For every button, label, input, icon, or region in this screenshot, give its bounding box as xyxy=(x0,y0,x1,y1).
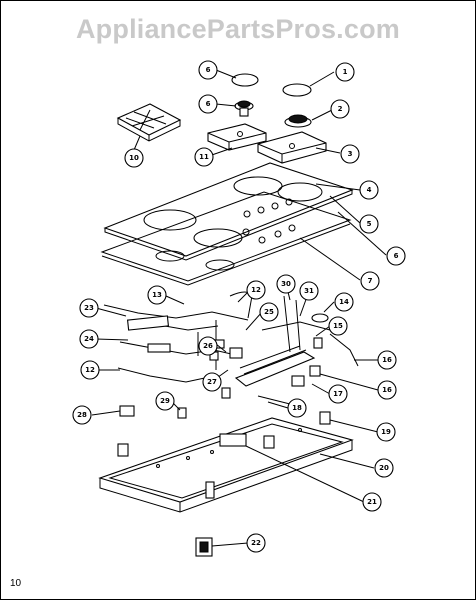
svg-text:27: 27 xyxy=(207,378,217,386)
callout-11: 11 xyxy=(194,147,214,167)
svg-text:20: 20 xyxy=(379,464,389,472)
burner-box xyxy=(98,417,354,513)
svg-text:19: 19 xyxy=(381,428,391,436)
svg-text:28: 28 xyxy=(77,411,87,419)
svg-text:3: 3 xyxy=(348,150,353,158)
callout-16-b: 16 xyxy=(377,380,397,400)
svg-text:5: 5 xyxy=(367,220,372,228)
burner-cap-small xyxy=(231,73,259,87)
callout-19: 19 xyxy=(376,422,396,442)
callout-1: 1 xyxy=(335,62,355,82)
callout-23: 23 xyxy=(79,298,99,318)
callout-31: 31 xyxy=(299,281,319,301)
callout-12-a: 12 xyxy=(246,280,266,300)
callout-27: 27 xyxy=(202,372,222,392)
svg-text:15: 15 xyxy=(333,322,343,330)
callout-25: 25 xyxy=(259,302,279,322)
svg-text:11: 11 xyxy=(199,153,209,161)
svg-text:24: 24 xyxy=(84,335,94,343)
burner-head-small xyxy=(234,100,254,117)
pressure-regulator xyxy=(195,537,213,557)
gas-tubing-assembly xyxy=(103,291,359,405)
svg-text:10: 10 xyxy=(129,154,139,162)
callout-18: 18 xyxy=(287,398,307,418)
callout-14: 14 xyxy=(334,292,354,312)
svg-text:13: 13 xyxy=(152,291,162,299)
svg-text:4: 4 xyxy=(367,186,372,194)
svg-text:29: 29 xyxy=(160,397,170,405)
igniter-small-parts xyxy=(119,313,331,425)
callout-6-c: 6 xyxy=(386,246,406,266)
svg-text:14: 14 xyxy=(339,298,349,306)
burner-base-plate-left xyxy=(207,123,267,151)
callout-2: 2 xyxy=(330,99,350,119)
burner-head-large xyxy=(284,114,312,128)
callout-17: 17 xyxy=(328,384,348,404)
cooktop-gasket xyxy=(100,191,352,286)
callout-26: 26 xyxy=(198,336,218,356)
leader-lines xyxy=(91,69,387,547)
watermark: AppliancePartsPros.com xyxy=(75,14,400,44)
callout-6-a: 6 xyxy=(198,60,218,80)
page-number: 10 xyxy=(10,578,22,589)
burner-base-plate-right xyxy=(257,131,327,164)
callout-28: 28 xyxy=(72,405,92,425)
callout-16-a: 16 xyxy=(377,350,397,370)
callout-13: 13 xyxy=(147,285,167,305)
svg-text:6: 6 xyxy=(394,252,399,260)
svg-text:17: 17 xyxy=(333,390,343,398)
svg-text:25: 25 xyxy=(264,308,274,316)
svg-text:6: 6 xyxy=(206,66,211,74)
callout-12-b: 12 xyxy=(80,360,100,380)
callout-22: 22 xyxy=(246,533,266,553)
grate xyxy=(116,103,182,142)
svg-text:21: 21 xyxy=(367,498,377,506)
callout-10: 10 xyxy=(124,148,144,168)
svg-text:22: 22 xyxy=(251,539,261,547)
callout-7: 7 xyxy=(360,271,380,291)
svg-text:1: 1 xyxy=(343,68,348,76)
svg-text:12: 12 xyxy=(251,286,261,294)
gas-manifold xyxy=(229,295,323,387)
callout-29: 29 xyxy=(155,391,175,411)
callout-24: 24 xyxy=(79,329,99,349)
svg-text:6: 6 xyxy=(206,100,211,108)
callout-5: 5 xyxy=(359,214,379,234)
svg-text:2: 2 xyxy=(338,105,343,113)
callout-20: 20 xyxy=(374,458,394,478)
callout-3: 3 xyxy=(340,144,360,164)
svg-text:23: 23 xyxy=(84,304,94,312)
svg-text:7: 7 xyxy=(368,277,373,285)
burner-cap-large xyxy=(282,83,312,97)
callout-15: 15 xyxy=(328,316,348,336)
svg-text:31: 31 xyxy=(304,287,314,295)
svg-text:18: 18 xyxy=(292,404,302,412)
callout-21: 21 xyxy=(362,492,382,512)
svg-text:16: 16 xyxy=(382,356,392,364)
svg-text:16: 16 xyxy=(382,386,392,394)
glass-cooktop xyxy=(103,162,354,261)
svg-text:30: 30 xyxy=(281,280,291,288)
svg-text:26: 26 xyxy=(203,342,213,350)
callout-6-b: 6 xyxy=(198,94,218,114)
svg-text:12: 12 xyxy=(85,366,95,374)
callout-4: 4 xyxy=(359,180,379,200)
callout-30: 30 xyxy=(276,274,296,294)
